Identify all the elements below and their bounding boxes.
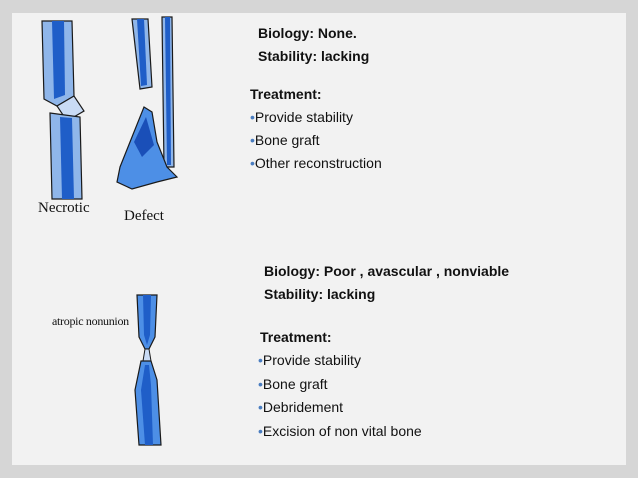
top-stability: Stability: lacking [258, 48, 370, 64]
bottom-biology: Biology: Poor , avascular , nonviable [264, 263, 510, 279]
bottom-treatment-title: Treatment: [260, 329, 332, 345]
list-item: •Bone graft [250, 132, 320, 148]
bottom-stability: Stability: lacking [264, 286, 376, 302]
bullet: • [250, 155, 255, 171]
list-item: •Debridement [258, 399, 344, 415]
list-item: •Excision of non vital bone [258, 423, 422, 439]
bullet: • [258, 423, 263, 439]
list-item: •Provide stability [250, 109, 353, 125]
top-treatment-title: Treatment: [250, 86, 322, 102]
bullet: • [250, 132, 255, 148]
bullet: • [258, 352, 263, 368]
necrotic-bone-illustration [41, 20, 85, 200]
list-item: •Provide stability [258, 352, 361, 368]
slide: Necrotic Defect Biology: None. Stability… [12, 13, 626, 465]
necrotic-label: Necrotic [38, 200, 90, 216]
bullet: • [258, 399, 263, 415]
atropic-nonunion-label: atropic nonunion [52, 314, 129, 328]
defect-label: Defect [124, 208, 164, 224]
list-item: •Bone graft [258, 376, 328, 392]
atropic-nonunion-illustration [134, 294, 162, 446]
bullet: • [258, 376, 263, 392]
defect-bone-illustration [116, 16, 179, 190]
top-biology: Biology: None. [258, 25, 357, 41]
bullet: • [250, 109, 255, 125]
list-item: •Other reconstruction [250, 155, 382, 171]
